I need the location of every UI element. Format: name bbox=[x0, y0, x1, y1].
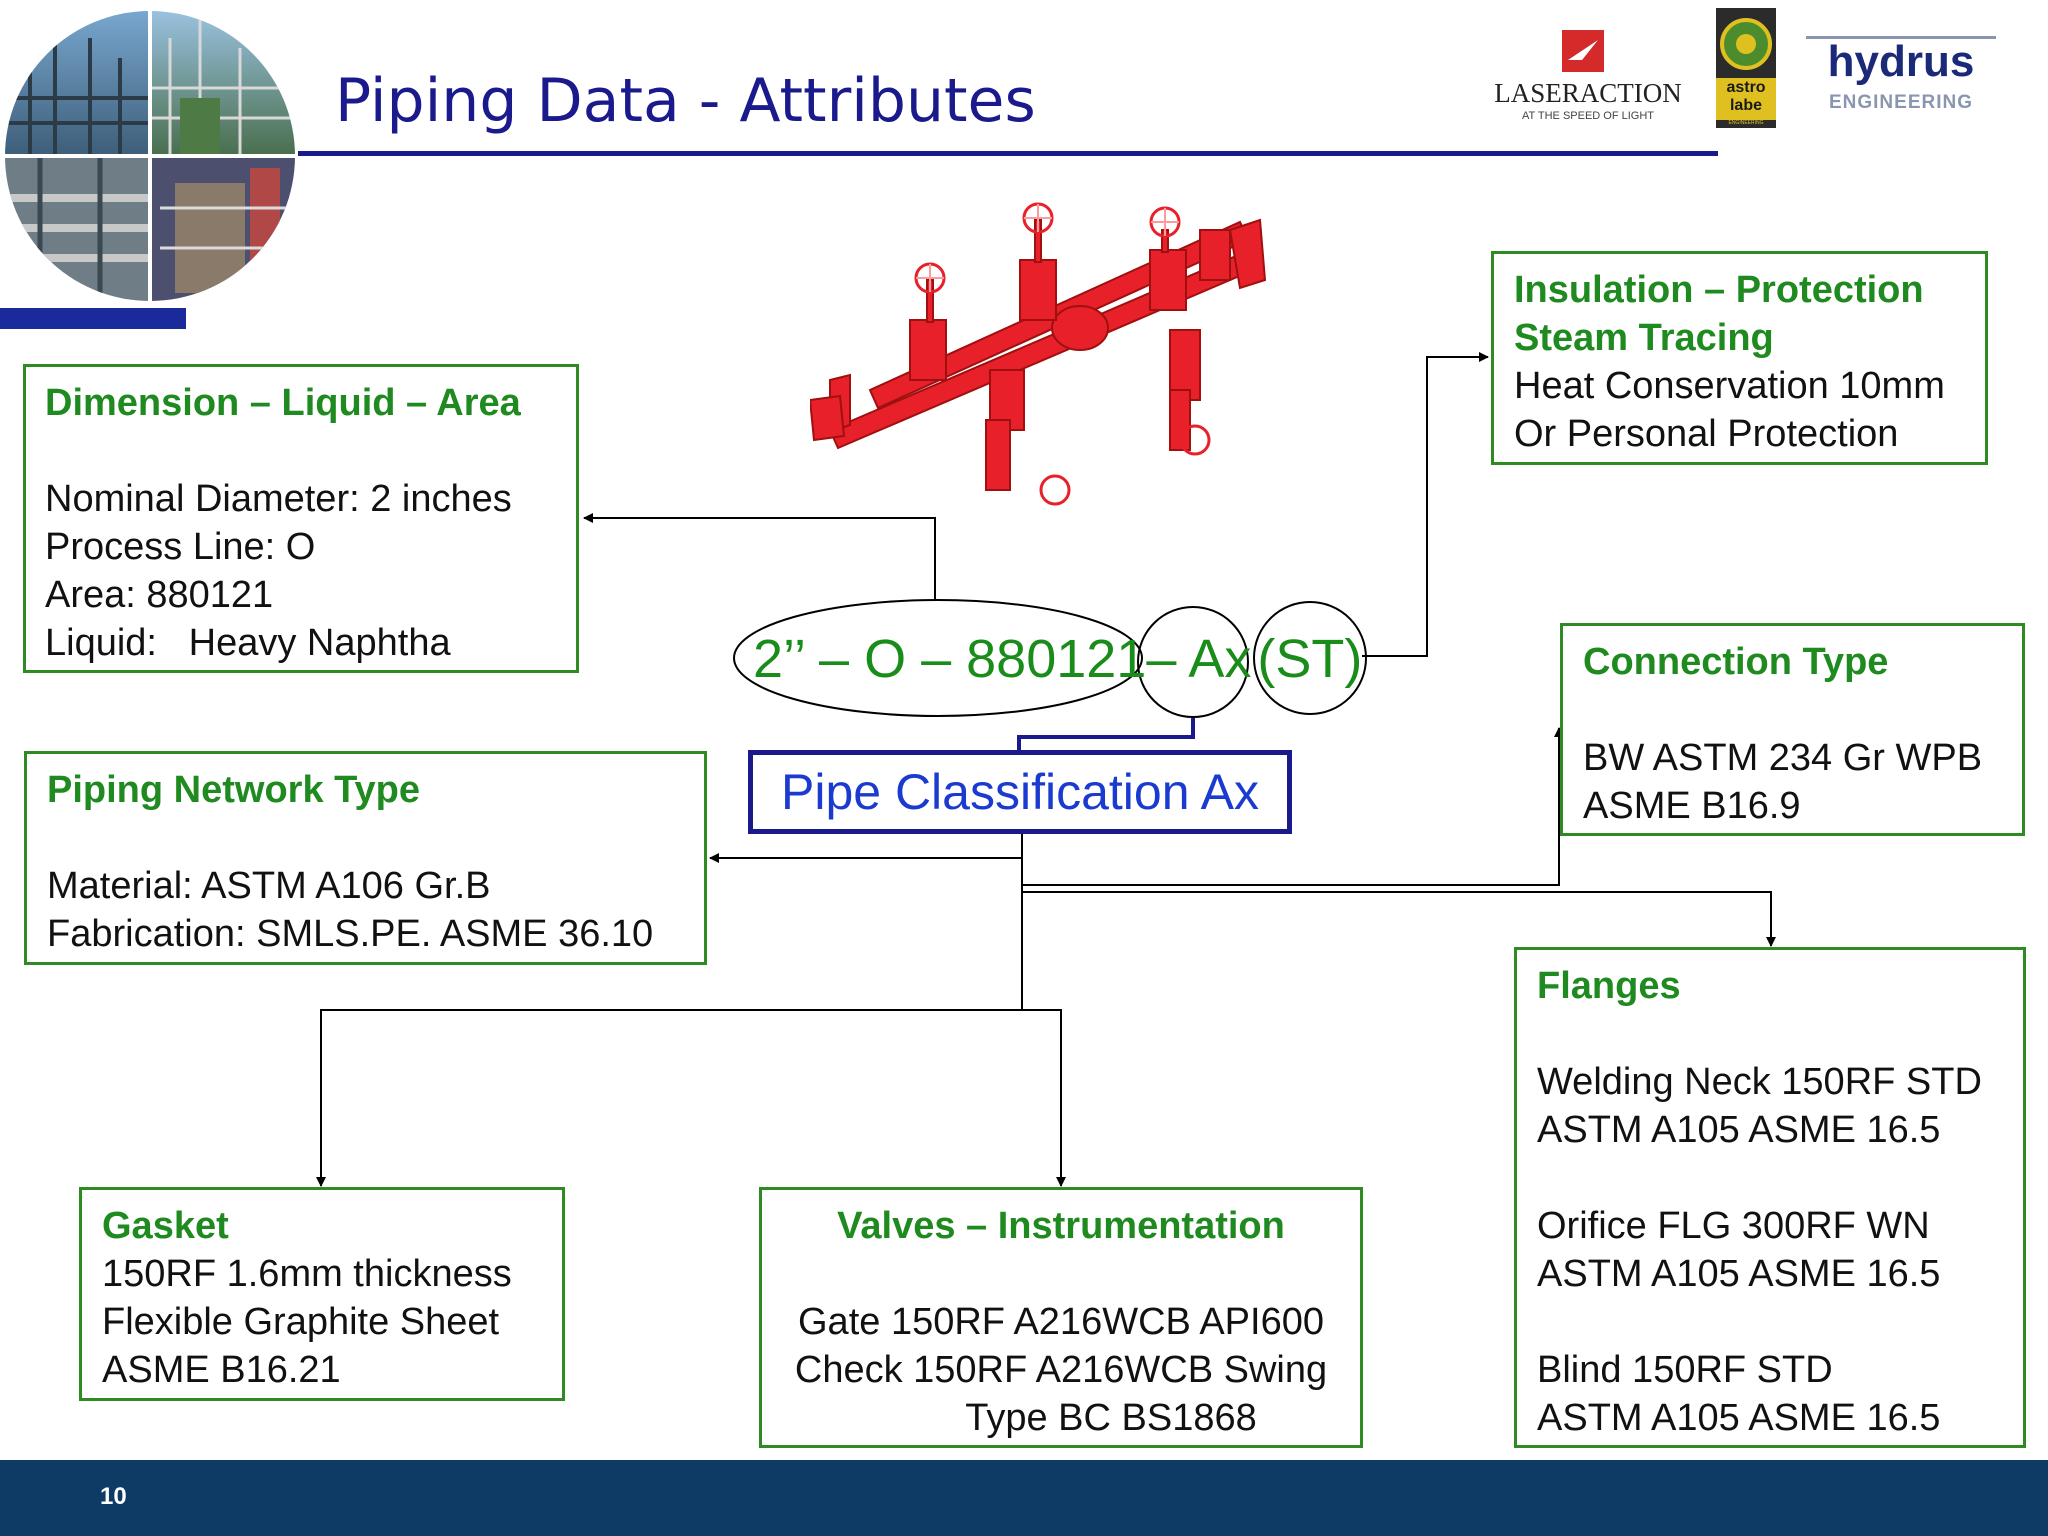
dimension-line: Liquid: Heavy Naphtha bbox=[45, 622, 451, 664]
astrolabe-line3: ENGINEERING bbox=[1728, 120, 1764, 126]
pipe-code-main: 2’’ – O – 880121 bbox=[753, 629, 1147, 689]
page-number: 10 bbox=[100, 1483, 127, 1510]
dimension-line: Area: 880121 bbox=[45, 574, 274, 616]
footer-bar bbox=[0, 1460, 2048, 1536]
valves-box: Valves – Instrumentation Gate 150RF A216… bbox=[759, 1187, 1363, 1448]
flanges-line: ASTM A105 ASME 16.5 bbox=[1537, 1397, 1941, 1439]
flanges-line: ASTM A105 ASME 16.5 bbox=[1537, 1253, 1941, 1295]
dimension-line: Process Line: O bbox=[45, 526, 316, 568]
insulation-line: Heat Conservation 10mm bbox=[1514, 365, 1945, 407]
dimension-heading: Dimension – Liquid – Area bbox=[45, 382, 521, 424]
flanges-line: ASTM A105 ASME 16.5 bbox=[1537, 1109, 1941, 1151]
title-underline bbox=[298, 151, 1718, 156]
laseraction-logo: LASERACTION AT THE SPEED OF LIGHT bbox=[1478, 30, 1698, 130]
network-type-box: Piping Network Type Material: ASTM A106 … bbox=[24, 751, 707, 965]
laseraction-tagline: AT THE SPEED OF LIGHT bbox=[1521, 110, 1655, 122]
dimension-line: Nominal Diameter: 2 inches bbox=[45, 478, 512, 520]
gasket-line: Flexible Graphite Sheet bbox=[102, 1301, 500, 1343]
flanges-line: Blind 150RF STD bbox=[1537, 1349, 1833, 1391]
astrolabe-line2: labe bbox=[1729, 97, 1762, 114]
pipe-code-class: – Ax bbox=[1146, 629, 1252, 689]
insulation-heading: Insulation – Protection bbox=[1514, 269, 1924, 311]
insulation-box: Insulation – Protection Steam Tracing He… bbox=[1491, 251, 1988, 465]
valves-line: Gate 150RF A216WCB API600 bbox=[798, 1301, 1324, 1343]
network-line: Material: ASTM A106 Gr.B bbox=[47, 865, 491, 907]
gasket-line: ASME B16.21 bbox=[102, 1349, 341, 1391]
laseraction-wordmark: LASERACTION bbox=[1494, 78, 1682, 108]
hydrus-logo: hydrus ENGINEERING bbox=[1806, 36, 1996, 116]
connection-type-box: Connection Type BW ASTM 234 Gr WPB ASME … bbox=[1560, 623, 2025, 836]
connection-heading: Connection Type bbox=[1583, 641, 1889, 683]
flanges-line: Orifice FLG 300RF WN bbox=[1537, 1205, 1930, 1247]
astrolabe-line1: astro bbox=[1726, 79, 1766, 96]
valves-heading: Valves – Instrumentation bbox=[837, 1205, 1285, 1247]
flanges-box: Flanges Welding Neck 150RF STD ASTM A105… bbox=[1514, 947, 2026, 1448]
pipe-classification-box: Pipe Classification Ax bbox=[748, 750, 1292, 834]
flanges-heading: Flanges bbox=[1537, 965, 1681, 1007]
flanges-line: Welding Neck 150RF STD bbox=[1537, 1061, 1982, 1103]
hydrus-wordmark: hydrus bbox=[1827, 37, 1975, 86]
pipe-code-tracing: (ST) bbox=[1257, 629, 1363, 689]
insulation-line: Or Personal Protection bbox=[1514, 413, 1899, 455]
insulation-subheading: Steam Tracing bbox=[1514, 317, 1774, 359]
pipe-model-illustration bbox=[810, 202, 1267, 506]
valves-line: Check 150RF A216WCB Swing bbox=[794, 1349, 1328, 1391]
connection-line: BW ASTM 234 Gr WPB bbox=[1583, 737, 1983, 779]
gasket-heading: Gasket bbox=[102, 1205, 229, 1247]
network-heading: Piping Network Type bbox=[47, 769, 421, 811]
accent-bar bbox=[0, 308, 186, 329]
page-title: Piping Data - Attributes bbox=[335, 66, 1036, 136]
connection-line: ASME B16.9 bbox=[1583, 785, 1801, 827]
pipe-code: 2’’ – O – 880121– Ax(ST) bbox=[753, 628, 1362, 690]
network-line: Fabrication: SMLS.PE. ASME 36.10 bbox=[47, 913, 654, 955]
valves-line: Type BC BS1868 bbox=[965, 1397, 1257, 1439]
dimension-box: Dimension – Liquid – Area Nominal Diamet… bbox=[23, 364, 579, 673]
hydrus-subtitle: ENGINEERING bbox=[1828, 92, 1974, 113]
refinery-photo-collage bbox=[5, 11, 295, 301]
astrolabe-logo: astro labe ENGINEERING bbox=[1716, 8, 1776, 128]
gasket-box: Gasket 150RF 1.6mm thickness Flexible Gr… bbox=[79, 1187, 565, 1401]
gasket-line: 150RF 1.6mm thickness bbox=[102, 1253, 512, 1295]
